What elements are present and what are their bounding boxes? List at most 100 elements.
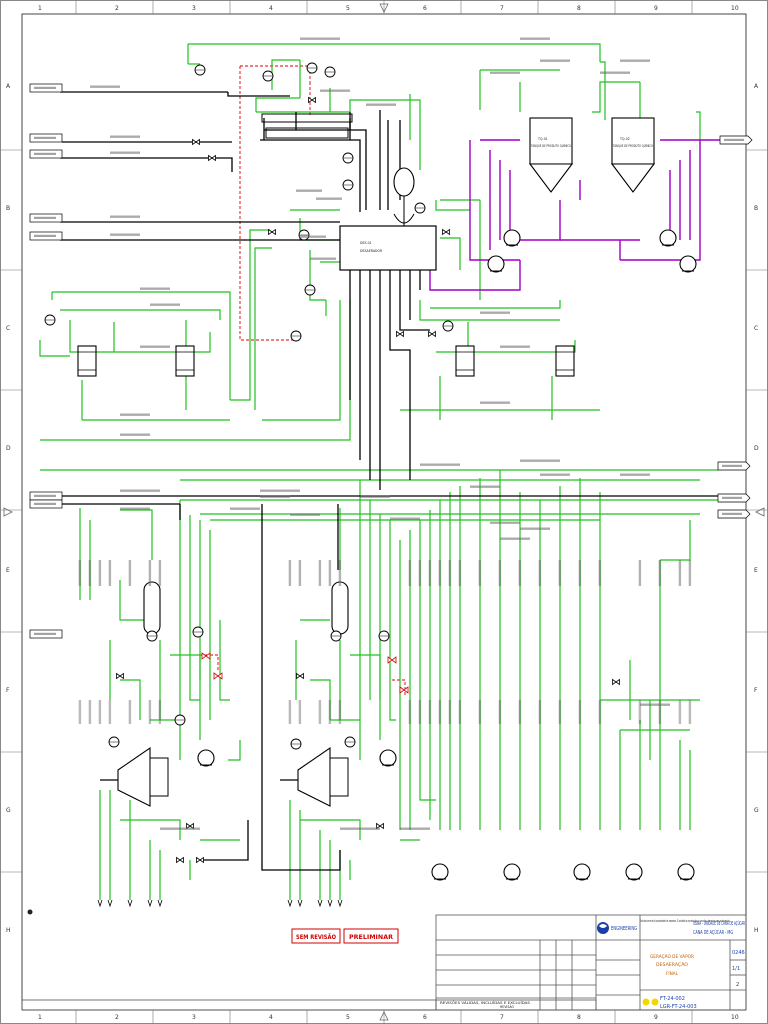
valve-icon[interactable]	[116, 672, 124, 680]
control-valve-icon[interactable]	[213, 672, 223, 680]
line-tag-vertical	[538, 700, 542, 724]
line-tag-vertical	[438, 560, 442, 586]
valve-icon[interactable]	[208, 154, 216, 162]
line-tag-vertical	[578, 560, 582, 586]
valve-icon[interactable]	[196, 856, 204, 864]
valve-icon[interactable]	[376, 822, 384, 830]
chemical-tank-2[interactable]	[610, 117, 656, 193]
line-tag	[120, 489, 160, 492]
desaerator-label: DESAERADOR	[360, 249, 383, 253]
valve-icon[interactable]	[612, 678, 620, 686]
pump[interactable]	[487, 255, 505, 273]
line-tag	[390, 517, 420, 520]
line-tag-vertical	[318, 700, 322, 724]
control-valve-icon[interactable]	[387, 656, 397, 664]
pump[interactable]	[677, 863, 695, 881]
desaerator[interactable]	[339, 167, 437, 271]
sheet-number: 1/1	[732, 966, 740, 972]
outlet-arrow-icon	[297, 899, 303, 908]
zone-col-label-top: 2	[115, 5, 119, 12]
stamp-left-text: SEM REVISÃO	[296, 934, 336, 941]
line-tag-vertical	[338, 700, 342, 724]
valve-icon[interactable]	[428, 330, 436, 338]
exchangers[interactable]	[77, 345, 575, 377]
valve-icon[interactable]	[296, 672, 304, 680]
pump[interactable]	[197, 749, 215, 767]
line-tag-vertical	[658, 700, 662, 724]
line-tag	[470, 485, 500, 488]
line-tag-vertical	[448, 560, 452, 586]
valve-icon[interactable]	[186, 822, 194, 830]
line-tag-vertical	[478, 700, 482, 724]
valve-icon[interactable]	[268, 228, 276, 236]
pump[interactable]	[503, 229, 521, 247]
pump[interactable]	[573, 863, 591, 881]
line-tag-vertical	[108, 560, 112, 586]
valve-icon[interactable]	[176, 856, 184, 864]
line-tag-vertical	[638, 560, 642, 586]
connector-label	[34, 216, 56, 219]
line-tag	[150, 303, 180, 306]
line-tag-vertical	[498, 560, 502, 586]
control-valve-icon[interactable]	[399, 686, 409, 694]
zone-col-label-bottom: 6	[423, 1014, 427, 1021]
zone-col-label-bottom: 10	[731, 1014, 739, 1021]
zone-col-label-bottom: 2	[115, 1014, 119, 1021]
tank2-label: TANQUE DE PRODUTO QUÍMICO	[612, 143, 653, 148]
turbine-1[interactable]	[117, 746, 169, 807]
line-tag	[540, 473, 570, 476]
connector-label	[34, 86, 56, 89]
pump[interactable]	[625, 863, 643, 881]
outlet-arrow-icon	[317, 899, 323, 908]
title-block	[435, 914, 747, 1011]
line-tag	[600, 71, 630, 74]
control-valve-icon[interactable]	[201, 652, 211, 660]
valve-icon[interactable]	[308, 96, 316, 104]
connector-label	[34, 502, 56, 505]
separator-1[interactable]	[143, 581, 161, 635]
zone-col-label-top: 9	[654, 5, 658, 12]
line-tag-vertical	[438, 700, 442, 724]
line-tag-vertical	[678, 700, 682, 724]
line-tag-vertical	[88, 560, 92, 586]
line-tag-vertical	[638, 700, 642, 724]
pump[interactable]	[503, 863, 521, 881]
zone-col-label-top: 1	[38, 5, 42, 12]
line-tag	[260, 489, 300, 492]
valve-icon[interactable]	[442, 228, 450, 236]
turbine-2[interactable]	[297, 746, 349, 807]
line-tag-vertical	[298, 560, 302, 586]
zone-col-label-bottom: 1	[38, 1014, 42, 1021]
client-line-2: CANA DE AÇÚCAR - MG	[693, 929, 733, 936]
pump[interactable]	[679, 255, 697, 273]
connector-label	[722, 496, 742, 499]
line-tag-vertical	[288, 700, 292, 724]
stamp-preliminary	[343, 928, 399, 944]
pump[interactable]	[431, 863, 449, 881]
valve-icon[interactable]	[396, 330, 404, 338]
side-marker	[27, 909, 33, 915]
chemical-tank-1[interactable]	[528, 117, 574, 193]
line-tag-vertical	[598, 560, 602, 586]
line-tag	[110, 135, 140, 138]
line-tag	[490, 71, 520, 74]
pump-group	[197, 229, 697, 881]
zone-row-label-right: F	[754, 687, 758, 694]
line-tag-vertical	[128, 560, 132, 586]
line-tag-vertical	[498, 700, 502, 724]
line-tag-vertical	[448, 700, 452, 724]
separator-2[interactable]	[331, 581, 349, 635]
line-tag-vertical	[128, 700, 132, 724]
pump[interactable]	[379, 749, 397, 767]
valve-icon[interactable]	[192, 138, 200, 146]
zone-row-label-right: E	[754, 567, 758, 574]
line-tag-vertical	[98, 700, 102, 724]
zone-row-label-right: C	[754, 325, 758, 332]
tank1-label: TANQUE DE PRODUTO QUÍMICO	[530, 143, 571, 148]
line-tag-vertical	[298, 700, 302, 724]
zone-col-label-bottom: 8	[577, 1014, 581, 1021]
line-tag-vertical	[318, 560, 322, 586]
stamp-right-text: PRELIMINAR	[349, 934, 393, 941]
line-tag-vertical	[408, 560, 412, 586]
pump[interactable]	[659, 229, 677, 247]
